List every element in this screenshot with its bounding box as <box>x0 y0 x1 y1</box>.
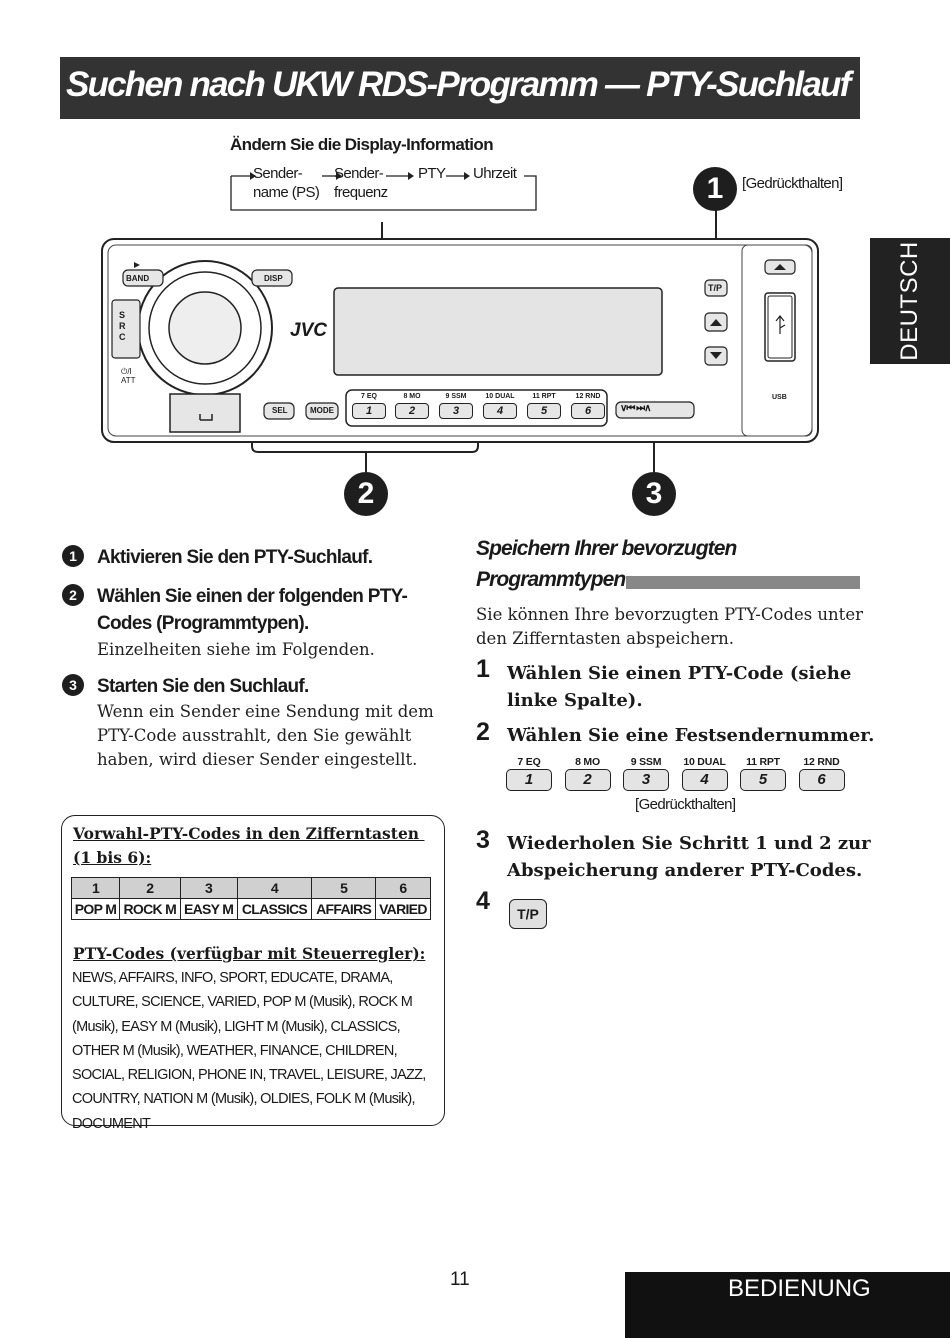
jvc-logo: JVC <box>290 320 327 341</box>
panel-preset-label: 10 DUAL <box>485 393 515 400</box>
panel-preset-label: 7 EQ <box>361 393 377 400</box>
step-1-badge: 1 <box>62 545 84 567</box>
panel-preset-button[interactable]: 1 <box>352 403 386 419</box>
seek-button[interactable]: ∨⏮ ⏭∧ <box>620 403 651 414</box>
heading-rule <box>626 576 860 589</box>
preset-key-cap[interactable]: 6 <box>798 769 845 791</box>
panel-preset-button[interactable]: 3 <box>439 403 473 419</box>
disp-button[interactable]: DISP <box>264 274 283 283</box>
callout-badge-1: 1 <box>693 167 737 211</box>
preset-key-label: 9 SSM <box>630 756 662 768</box>
display-info-title: Ändern Sie die Display-Information <box>230 135 494 154</box>
preset-key-label: 8 MO <box>575 756 600 768</box>
right-step-1-num: 1 <box>476 655 490 683</box>
callout-badge-3: 3 <box>632 472 676 516</box>
right-step-3-num: 3 <box>476 826 490 854</box>
right-step-1: Wählen Sie einen PTY-Code (siehe linke S… <box>507 663 852 711</box>
preset-key-cap[interactable]: 4 <box>681 769 728 791</box>
display-flow-frame <box>101 172 819 472</box>
panel-preset-label: 9 SSM <box>445 393 467 400</box>
preset-key-label: 10 DUAL <box>683 756 726 768</box>
preset-key-cap[interactable]: 3 <box>623 769 669 791</box>
right-heading-line2: Programmtypen <box>476 568 626 591</box>
right-intro: Sie können Ihre bevorzugten PTY-Codes un… <box>476 605 863 648</box>
table-header-cell: 6 <box>374 877 432 899</box>
preset-key-label: 11 RPT <box>746 756 780 768</box>
table-header-cell: 4 <box>236 877 313 899</box>
flow-clock: Uhrzeit <box>473 165 517 182</box>
table-code-cell: AFFAIRS <box>311 898 376 920</box>
preset-key-cap[interactable]: 1 <box>506 769 552 791</box>
pty-codes-heading: PTY-Codes (verfügbar mit Steuerregler): <box>73 944 426 963</box>
step-1-heading: Aktivieren Sie den PTY-Suchlauf. <box>97 547 373 568</box>
right-step-3: Wiederholen Sie Schritt 1 und 2 zur Absp… <box>507 833 871 881</box>
panel-preset-button[interactable]: 4 <box>483 403 517 419</box>
step-3-heading: Starten Sie den Suchlauf. <box>97 676 309 697</box>
page-title: Suchen nach UKW RDS-Programm — PTY-Suchl… <box>66 65 851 104</box>
table-code-cell: EASY M <box>179 898 238 920</box>
tp-key[interactable]: T/P <box>509 899 547 929</box>
sel-button[interactable]: SEL <box>272 406 288 415</box>
preset-codes-heading: Vorwahl-PTY-Codes in den Zifferntasten (… <box>73 824 420 867</box>
hold-note-1: [Gedrückthalten] <box>742 175 843 192</box>
mode-button[interactable]: MODE <box>310 406 334 415</box>
right-step-2: Wählen Sie eine Festsendernummer. <box>507 725 875 746</box>
callout-badge-2: 2 <box>344 472 388 516</box>
table-header-cell: 5 <box>311 877 376 899</box>
step-2-badge: 2 <box>62 584 84 606</box>
page-number: 11 <box>450 1269 470 1290</box>
flow-station-name: Sender- name (PS) <box>253 165 320 201</box>
usb-label: USB <box>772 394 787 401</box>
title-bar: Suchen nach UKW RDS-Programm — PTY-Suchl… <box>60 57 860 119</box>
table-header-cell: 2 <box>118 877 181 899</box>
table-code-cell: ROCK M <box>118 898 181 920</box>
table-code-cell: VARIED <box>374 898 432 920</box>
flow-pty: PTY <box>418 165 446 182</box>
panel-preset-label: 11 RPT <box>532 393 556 400</box>
att-button[interactable]: ⏻/I ATT <box>121 367 136 385</box>
step-2-heading: Wählen Sie einen der folgenden PTY- Code… <box>97 586 408 634</box>
language-tab: DEUTSCH <box>870 238 950 364</box>
panel-preset-button[interactable]: 2 <box>395 403 429 419</box>
hold-note-2: [Gedrückthalten] <box>635 796 736 813</box>
table-code-cell: POP M <box>71 898 120 920</box>
pty-codes-list: NEWS, AFFAIRS, INFO, SPORT, EDUCATE, DRA… <box>72 970 426 1132</box>
pty-codes-box <box>61 815 445 1126</box>
footer-label: BEDIENUNG <box>728 1275 871 1302</box>
right-heading-line1: Speichern Ihrer bevorzugten <box>476 537 737 560</box>
footer-bar: BEDIENUNG <box>625 1272 950 1338</box>
panel-preset-button[interactable]: 6 <box>571 403 605 419</box>
step-3-badge: 3 <box>62 674 84 696</box>
tp-button[interactable]: T/P <box>708 283 723 293</box>
band-button[interactable]: BAND <box>126 274 150 283</box>
preset-key-label: 7 EQ <box>517 756 541 768</box>
table-header-cell: 1 <box>71 877 120 899</box>
flow-station-frequency: Sender- frequenz <box>334 165 388 201</box>
preset-key-cap[interactable]: 2 <box>564 769 611 791</box>
src-button[interactable]: S R C <box>119 310 126 342</box>
panel-preset-button[interactable]: 5 <box>527 403 561 419</box>
preset-key-label: 12 RND <box>803 756 840 768</box>
panel-preset-label: 12 RND <box>575 393 601 400</box>
right-step-2-num: 2 <box>476 718 490 746</box>
preset-key-cap[interactable]: 5 <box>740 769 786 791</box>
table-header-cell: 3 <box>179 877 238 899</box>
panel-preset-label: 8 MO <box>403 393 421 400</box>
right-step-4-num: 4 <box>476 887 490 915</box>
table-code-cell: CLASSICS <box>236 898 313 920</box>
step-2-body: Einzelheiten siehe im Folgenden. <box>97 640 375 659</box>
step-3-body: Wenn ein Sender eine Sendung mit dem PTY… <box>97 702 434 769</box>
